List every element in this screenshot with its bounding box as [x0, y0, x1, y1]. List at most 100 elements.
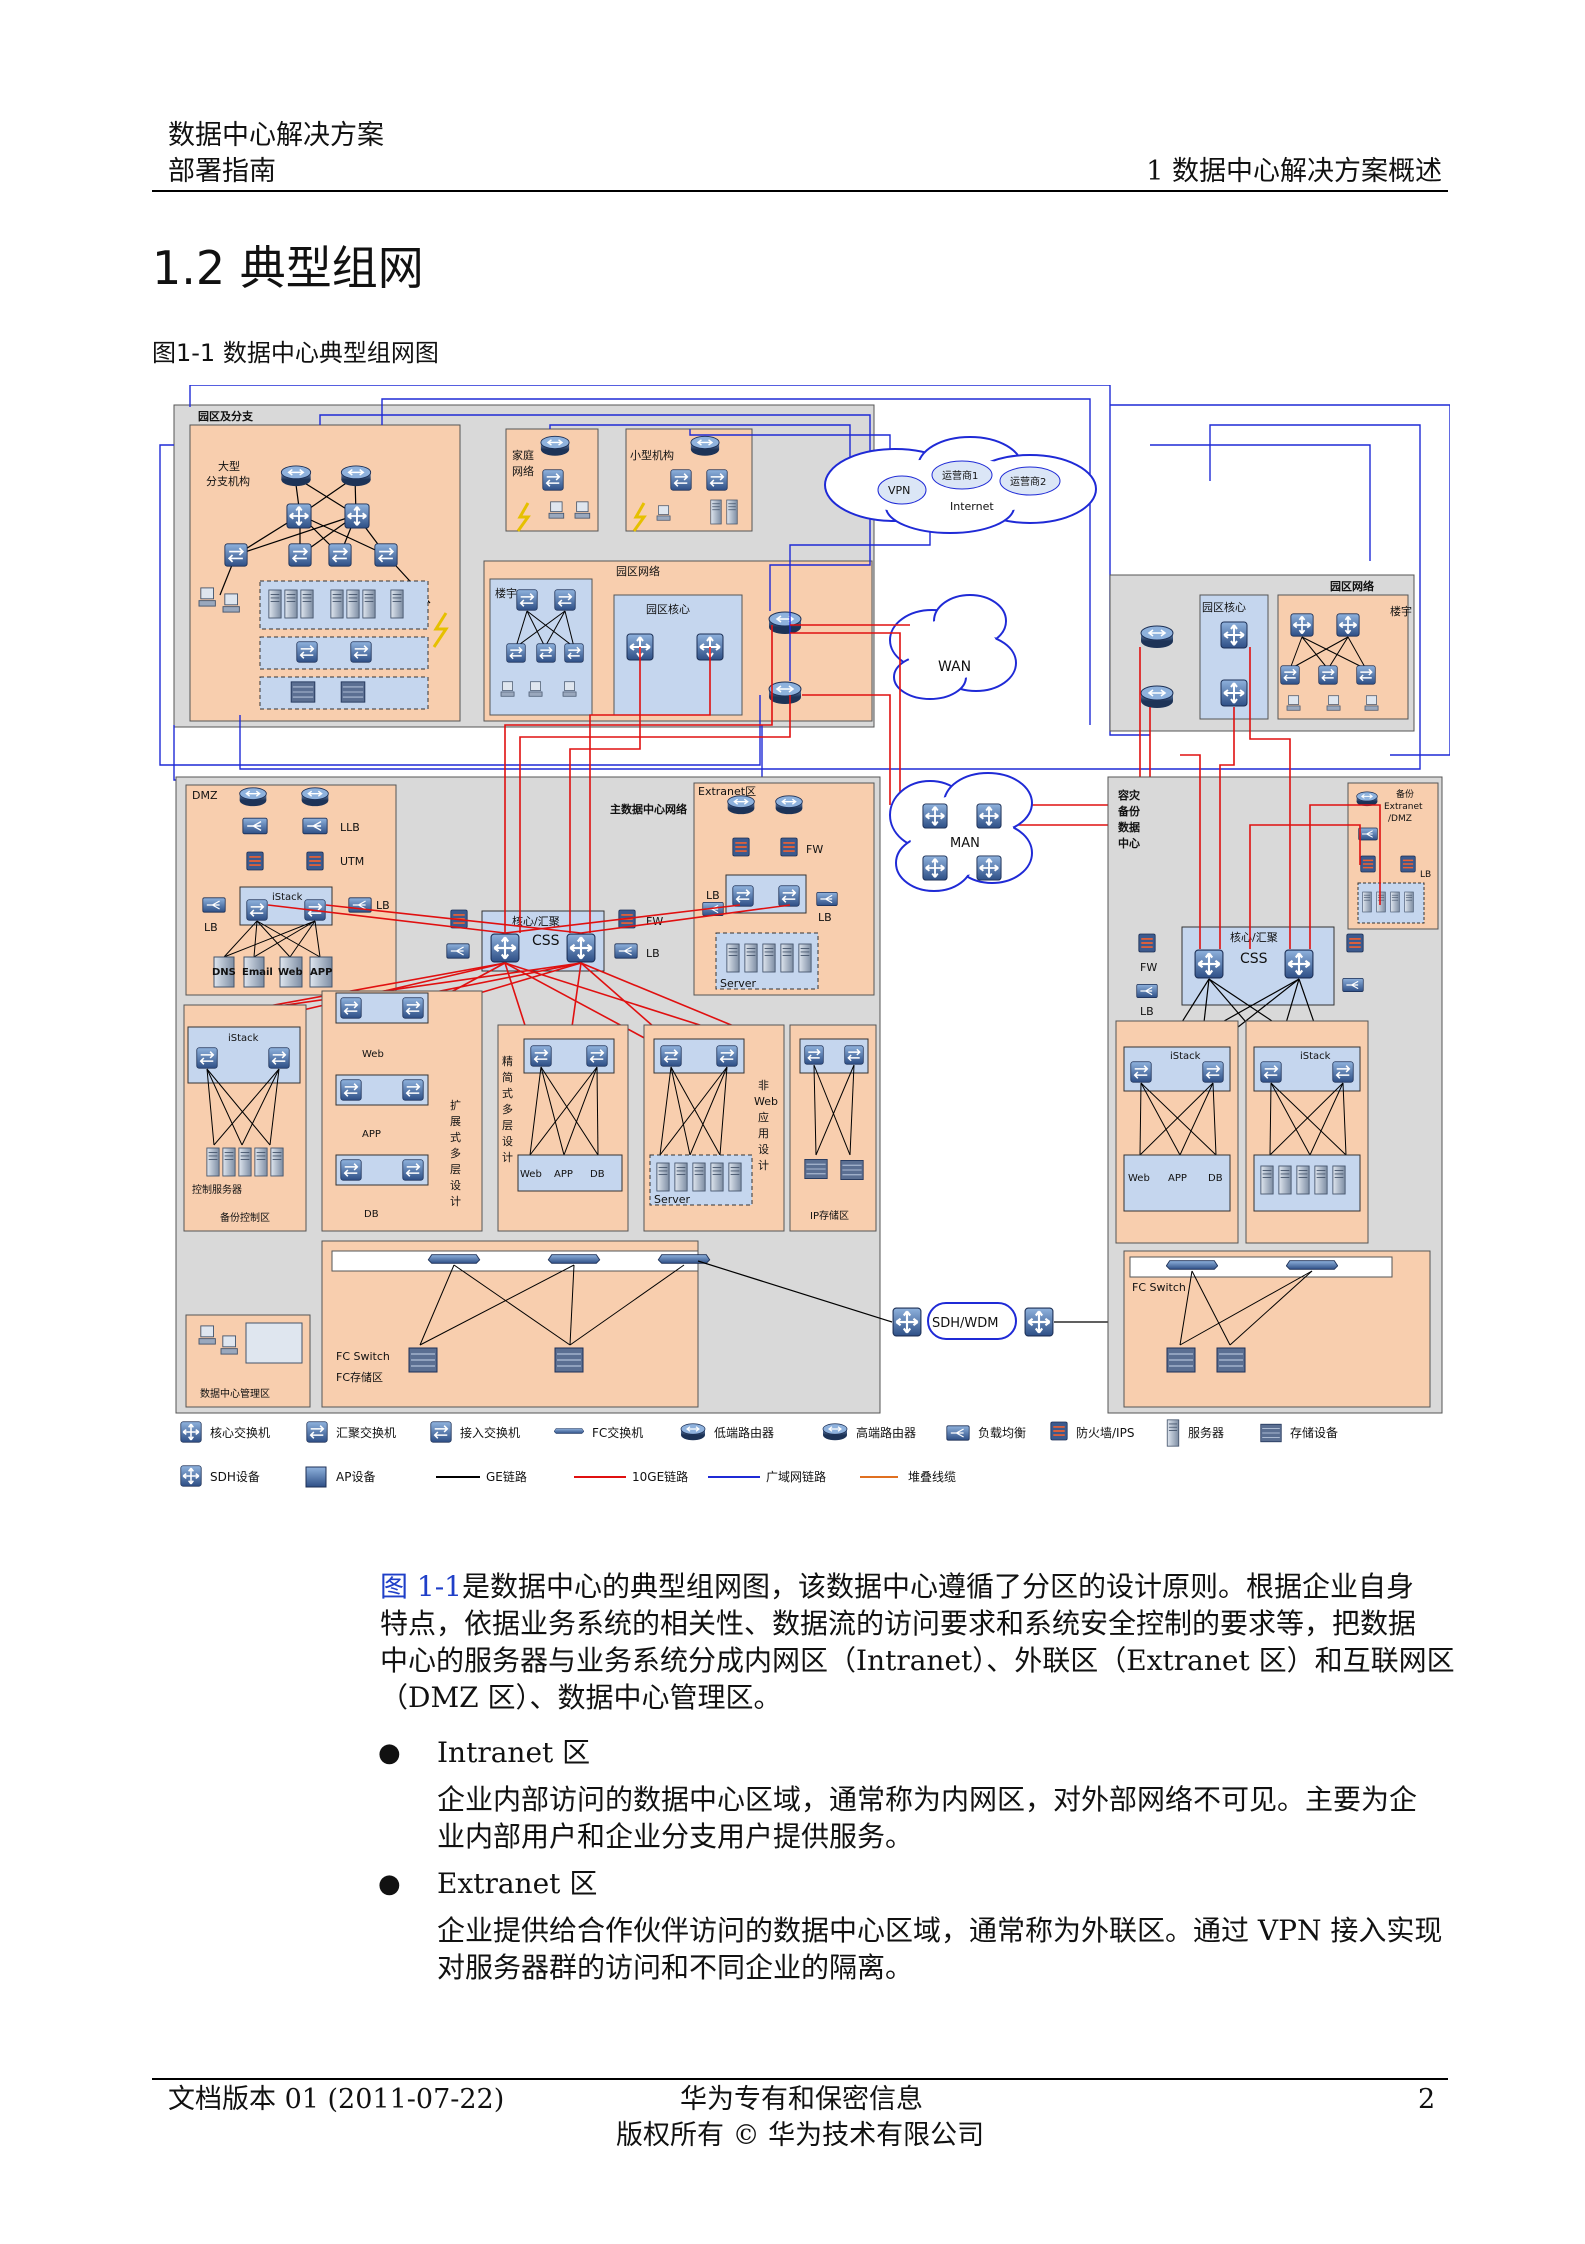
large-branch-label-2: 分支机构: [206, 474, 250, 488]
dr-core-agg-label: 核心/汇聚: [1230, 930, 1278, 944]
utm-label: UTM: [340, 855, 364, 868]
extranet-server-label: Server: [720, 977, 757, 990]
compact-db-label: DB: [590, 1169, 605, 1180]
dmz-web-label: Web: [278, 967, 303, 978]
compact-label-5: 层: [502, 1119, 513, 1132]
ctrl-server-label: 控制服务器: [192, 1183, 242, 1196]
scalable-label-4: 多: [450, 1146, 461, 1160]
nonweb-label-5: 设: [758, 1143, 769, 1156]
legend-high-end-router: 高端路由器: [856, 1425, 916, 1440]
dr-lb-label: LB: [1140, 1005, 1154, 1018]
css-label: CSS: [532, 933, 560, 949]
extranet-fw-label: FW: [806, 843, 823, 856]
internet-label: Internet: [950, 500, 994, 513]
dr-label-3: 数据: [1118, 820, 1140, 834]
extranet-lb-right-label: LB: [818, 911, 832, 924]
fc-switch-label: FC Switch: [336, 1350, 390, 1363]
paragraph-1-line-1: 是数据中心的典型组网图，该数据中心遵循了分区的设计原则。根据企业自身: [462, 1570, 1415, 1603]
nonweb-label-4: 用: [758, 1127, 769, 1140]
backup-ctrl-label: 备份控制区: [220, 1211, 270, 1224]
small-org-label: 小型机构: [630, 448, 674, 462]
dmz-label: DMZ: [192, 789, 218, 802]
scalable-label-6: 设: [450, 1179, 461, 1192]
dmz-lb-left-label: LB: [204, 921, 218, 934]
compact-label-4: 多: [502, 1102, 513, 1116]
core-agg-label: 核心/汇聚: [512, 914, 560, 928]
confidential-notice: 华为专有和保密信息: [680, 2084, 923, 2115]
header-rule: [152, 190, 1448, 192]
istack-label: iStack: [272, 892, 303, 903]
core-fw-label: FW: [646, 915, 663, 928]
building-right-label: 楼宇: [1390, 604, 1412, 618]
bullet-1-title: Intranet 区: [437, 1736, 591, 1769]
legend-firewall: 防火墙/IPS: [1076, 1425, 1134, 1440]
extranet-label: Extranet区: [698, 785, 756, 798]
scalable-label-3: 式: [450, 1131, 461, 1144]
dmz-lb-right-label: LB: [376, 899, 390, 912]
page-number: 2: [1418, 2084, 1436, 2115]
copyright-notice: 版权所有 © 华为技术有限公司: [616, 2120, 985, 2151]
large-branch-label-1: 大型: [218, 459, 240, 473]
legend-ge-link: GE链路: [486, 1469, 527, 1484]
scalable-web-label: Web: [362, 1049, 384, 1060]
paragraph-1: 图 1-1是数据中心的典型组网图，该数据中心遵循了分区的设计原则。根据企业自身: [380, 1568, 1414, 1605]
nonweb-label-2: Web: [754, 1095, 778, 1108]
legend-aggregation-switch: 汇聚交换机: [336, 1425, 396, 1440]
scalable-db-label: DB: [364, 1209, 379, 1220]
nonweb-label-3: 应: [758, 1110, 769, 1124]
scalable-label-2: 展: [450, 1115, 461, 1128]
backup-istack-label: iStack: [228, 1033, 259, 1044]
compact-label-3: 式: [502, 1087, 513, 1100]
man-label: MAN: [950, 836, 980, 851]
fc-storage-label: FC存储区: [336, 1370, 383, 1384]
dr-label-2: 备份: [1117, 804, 1141, 818]
nonweb-server-label: Server: [654, 1193, 691, 1206]
compact-label-1: 精: [502, 1055, 513, 1068]
scalable-label-5: 层: [450, 1163, 461, 1176]
ip-storage-label: IP存储区: [810, 1209, 849, 1222]
legend-storage: 存储设备: [1290, 1425, 1338, 1440]
legend-ap-device: AP设备: [336, 1470, 375, 1484]
email-label: Email: [242, 967, 273, 978]
legend-wan-link: 广域网链路: [766, 1469, 826, 1484]
dr-label-4: 中心: [1118, 836, 1140, 850]
campus-net-right-label: 园区网络: [1330, 579, 1374, 593]
section-title: 1.2 典型组网: [152, 241, 424, 295]
building-label: 楼宇: [495, 586, 517, 600]
backup-extranet-label-2: Extranet: [1384, 802, 1423, 812]
campus-net-label: 园区网络: [616, 564, 660, 578]
legend-load-balancer: 负载均衡: [978, 1426, 1026, 1440]
figure-caption: 图1-1 数据中心典型组网图: [152, 339, 439, 367]
legend-low-end-router: 低端路由器: [714, 1425, 774, 1440]
dns-label: DNS: [212, 967, 236, 978]
dr-fw-label: FW: [1140, 961, 1157, 974]
bullet-1-line-2: 业内部用户和企业分支用户提供服务。: [437, 1820, 914, 1853]
backup-lb-label: LB: [1420, 870, 1431, 880]
compact-label-2: 简: [502, 1070, 513, 1084]
legend-fc-switch: FC交换机: [592, 1425, 643, 1440]
core-lb-label: LB: [646, 947, 660, 960]
compact-app-label: APP: [554, 1169, 573, 1180]
dr-app-label: APP: [1168, 1173, 1187, 1184]
dmz-app-label: APP: [310, 967, 332, 978]
backup-extranet-label-3: /DMZ: [1388, 814, 1412, 824]
dr-label-1: 容灾: [1117, 788, 1141, 802]
legend-stack-cable: 堆叠线缆: [908, 1470, 956, 1484]
bullet-2-line-1: 企业提供给合作伙伴访问的数据中心区域，通常称为外联区。通过 VPN 接入实现: [437, 1914, 1443, 1947]
doc-version: 文档版本 01 (2011-07-22): [168, 2084, 505, 2115]
dr-fc-switch-label: FC Switch: [1132, 1281, 1186, 1294]
network-diagram: 园区及分支 大型 分支机构 家庭 网络 小型机构 园区网络 楼宇: [150, 385, 1450, 1505]
nonweb-label-6: 计: [758, 1159, 769, 1172]
scalable-label-1: 扩: [450, 1098, 461, 1112]
legend-access-switch: 接入交换机: [460, 1425, 520, 1440]
scalable-app-label: APP: [362, 1129, 381, 1140]
dr-db-label: DB: [1208, 1173, 1223, 1184]
compact-label-6: 设: [502, 1135, 513, 1148]
sdh-wdm-label: SDH/WDM: [932, 1316, 999, 1331]
dr-istack-left-label: iStack: [1170, 1051, 1201, 1062]
vpn-label: VPN: [888, 484, 910, 497]
llb-label: LLB: [340, 821, 360, 834]
nonweb-label-1: 非: [758, 1079, 769, 1092]
dr-css-label: CSS: [1240, 951, 1268, 967]
figure-reference-link[interactable]: 图 1-1: [380, 1570, 462, 1603]
